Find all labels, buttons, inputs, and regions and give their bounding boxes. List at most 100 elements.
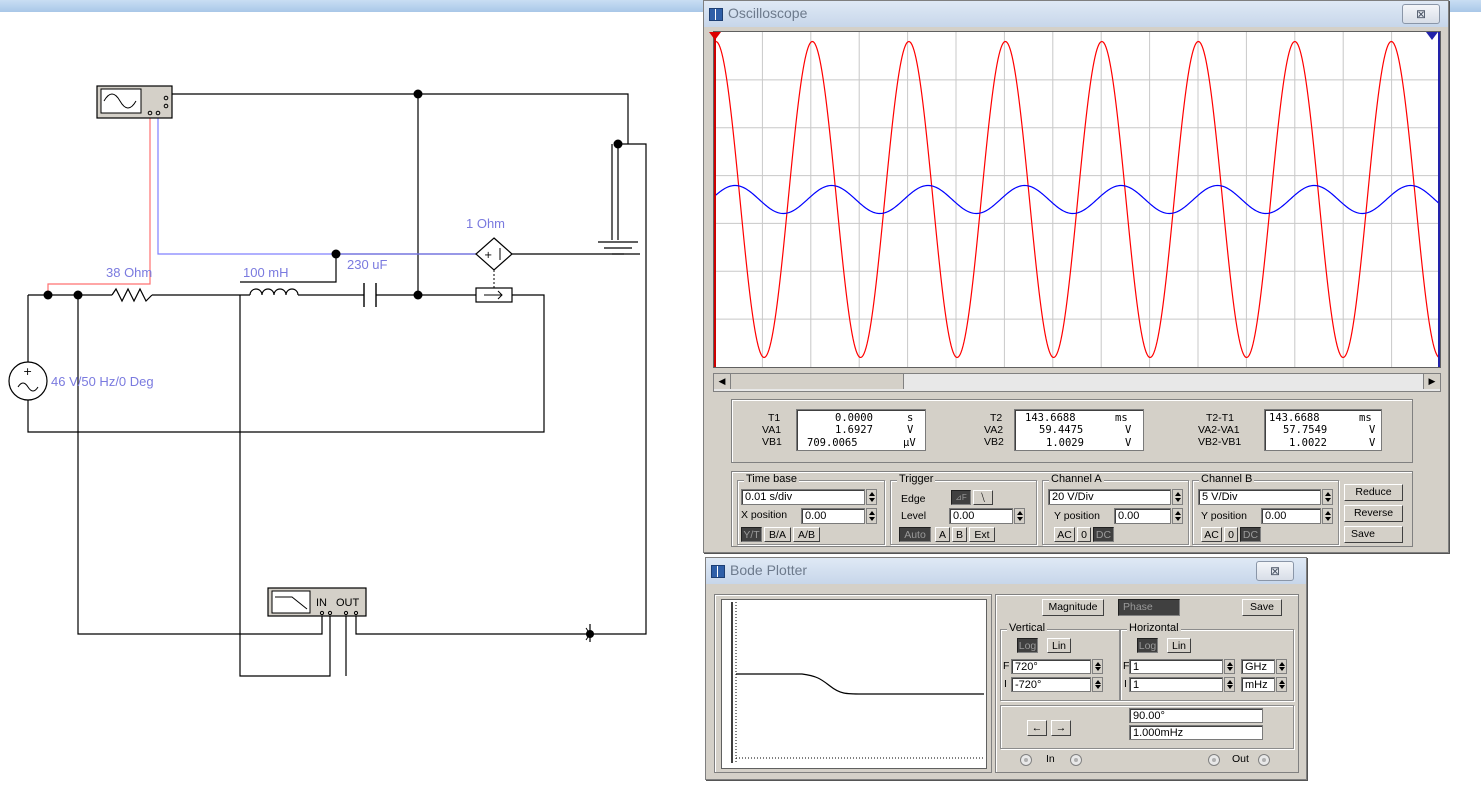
horizontal-final-spinner[interactable] <box>1224 659 1235 674</box>
arrow-right-icon[interactable]: → <box>1051 720 1071 736</box>
trigger-b-button[interactable]: B <box>952 527 967 542</box>
horizontal-scrollbar[interactable]: ◀ ▶ <box>713 373 1441 392</box>
ab-button[interactable]: A/B <box>793 527 820 542</box>
reverse-button[interactable]: Reverse <box>1344 505 1403 522</box>
channel-a-ypos-field[interactable]: 0.00 <box>1114 508 1171 524</box>
horizontal-initial-field[interactable]: 1 <box>1129 677 1223 692</box>
horizontal-final-unit[interactable]: GHz <box>1241 659 1275 674</box>
scroll-thumb[interactable] <box>731 374 904 389</box>
out-terminal-plus[interactable] <box>1208 754 1220 766</box>
oscilloscope-symbol[interactable] <box>96 85 173 119</box>
channel-b-scale-spinner[interactable] <box>1322 489 1333 505</box>
in-label: In <box>1046 753 1055 765</box>
scope-save-button[interactable]: Save <box>1344 526 1403 543</box>
bode-display <box>721 599 987 769</box>
magnitude-button[interactable]: Magnitude <box>1042 599 1104 616</box>
phase-readout: 90.00° <box>1129 708 1263 723</box>
timebase-spinner[interactable] <box>866 489 877 505</box>
horizontal-f-label: F <box>1123 660 1130 672</box>
trigger-level-field[interactable]: 0.00 <box>949 508 1013 524</box>
channel-a-scale-field[interactable]: 20 V/Div <box>1048 489 1171 505</box>
ground-symbol <box>598 144 638 255</box>
oscilloscope-titlebar[interactable]: Oscilloscope ⊠ <box>704 1 1448 27</box>
resistor-symbol[interactable] <box>111 287 153 303</box>
trigger-level-spinner[interactable] <box>1014 508 1025 524</box>
reduce-button[interactable]: Reduce <box>1344 484 1403 501</box>
phase-button[interactable]: Phase <box>1118 599 1180 616</box>
vertical-initial-field[interactable]: -720° <box>1011 677 1091 692</box>
trigger-a-button[interactable]: A <box>935 527 950 542</box>
channel-a-ypos-label: Y position <box>1054 510 1100 522</box>
arrow-left-icon[interactable]: ← <box>1027 720 1047 736</box>
channel-a-dc-button[interactable]: DC <box>1093 527 1114 542</box>
channel-b-ac-button[interactable]: AC <box>1201 527 1222 542</box>
out-terminal-minus[interactable] <box>1258 754 1270 766</box>
horizontal-final-unit-spinner[interactable] <box>1276 659 1287 674</box>
rising-edge-button[interactable]: ⊿F <box>951 490 971 505</box>
horizontal-log-button[interactable]: Log <box>1137 638 1158 653</box>
close-icon[interactable]: ⊠ <box>1256 561 1294 581</box>
yt-button[interactable]: Y/T <box>741 527 762 542</box>
dvb-label: VB2-VB1 <box>1198 436 1242 448</box>
oscilloscope-title: Oscilloscope <box>728 5 808 21</box>
in-terminal-minus[interactable] <box>1070 754 1082 766</box>
vertical-final-spinner[interactable] <box>1092 659 1103 674</box>
source-label: 46 V/50 Hz/0 Deg <box>51 374 154 389</box>
horizontal-final-field[interactable]: 1 <box>1129 659 1223 674</box>
cursor-1-marker[interactable] <box>709 32 721 40</box>
channel-a-ypos-spinner[interactable] <box>1172 508 1183 524</box>
channel-b-ypos-field[interactable]: 0.00 <box>1261 508 1321 524</box>
channel-b-scale-field[interactable]: 5 V/Div <box>1198 489 1321 505</box>
window-icon <box>711 565 725 578</box>
vertical-lin-button[interactable]: Lin <box>1047 638 1071 653</box>
ac-source-symbol[interactable]: + <box>8 361 48 401</box>
x-position-spinner[interactable] <box>866 508 877 524</box>
oscilloscope-plot <box>714 32 1440 367</box>
channel-b-trace <box>714 184 1440 215</box>
close-icon[interactable]: ⊠ <box>1402 4 1440 24</box>
trigger-group: Trigger Edge ⊿F ⧹ Level 0.00 Auto A B Ex… <box>890 473 1037 545</box>
trigger-ext-button[interactable]: Ext <box>969 527 995 542</box>
horizontal-lin-button[interactable]: Lin <box>1167 638 1191 653</box>
horizontal-initial-unit-spinner[interactable] <box>1276 677 1287 692</box>
vertical-log-button[interactable]: Log <box>1017 638 1038 653</box>
x-position-field[interactable]: 0.00 <box>801 508 865 524</box>
channel-b-zero-button[interactable]: 0 <box>1224 527 1238 542</box>
timebase-scale-field[interactable]: 0.01 s/div <box>741 489 865 505</box>
edge-label: Edge <box>901 493 926 505</box>
falling-edge-button[interactable]: ⧹ <box>973 490 993 505</box>
channel-b-ypos-spinner[interactable] <box>1322 508 1333 524</box>
current-probe-symbol[interactable] <box>475 287 513 303</box>
vertical-initial-spinner[interactable] <box>1092 677 1103 692</box>
scroll-right-icon[interactable]: ▶ <box>1423 374 1440 389</box>
horizontal-initial-unit[interactable]: mHz <box>1241 677 1275 692</box>
capacitor-symbol[interactable] <box>363 283 377 307</box>
bode-titlebar[interactable]: Bode Plotter ⊠ <box>706 558 1306 584</box>
current-sensor-symbol[interactable]: + <box>475 237 513 288</box>
bode-plotter-symbol[interactable] <box>267 587 367 617</box>
bode-save-button[interactable]: Save <box>1242 599 1282 616</box>
vb2-label: VB2 <box>984 436 1004 448</box>
vertical-final-field[interactable]: 720° <box>1011 659 1091 674</box>
horizontal-group: Horizontal Log Lin F 1 GHz I 1 mHz <box>1120 622 1294 701</box>
ba-button[interactable]: B/A <box>764 527 791 542</box>
cursor-2-marker[interactable] <box>1426 32 1438 40</box>
horizontal-initial-spinner[interactable] <box>1224 677 1235 692</box>
x-position-label: X position <box>741 509 788 521</box>
channel-a-ac-button[interactable]: AC <box>1054 527 1075 542</box>
bode-plotter-window: Bode Plotter ⊠ Magnitude Phase Save Vert… <box>705 557 1307 780</box>
channel-b-dc-button[interactable]: DC <box>1240 527 1261 542</box>
circuit-schematic: + + <box>8 85 647 677</box>
inductor-symbol[interactable] <box>249 288 299 296</box>
level-label: Level <box>901 510 927 522</box>
channel-a-scale-spinner[interactable] <box>1172 489 1183 505</box>
scroll-left-icon[interactable]: ◀ <box>714 374 731 389</box>
in-terminal-plus[interactable] <box>1020 754 1032 766</box>
auto-trigger-button[interactable]: Auto <box>899 527 931 542</box>
bode-out-label: OUT <box>336 597 360 609</box>
bode-phase-plot <box>731 602 984 763</box>
channel-a-zero-button[interactable]: 0 <box>1077 527 1091 542</box>
